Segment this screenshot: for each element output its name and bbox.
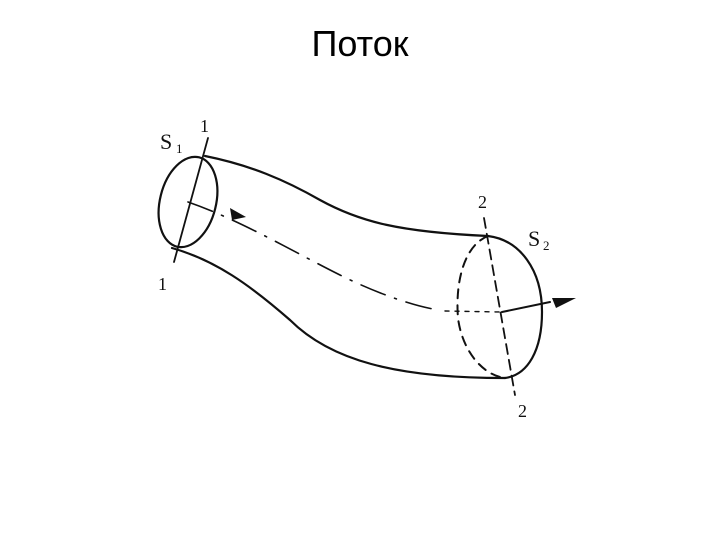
flow-axis-inner: [444, 310, 501, 313]
slide-title: Поток: [311, 23, 409, 64]
label-s1: S: [160, 129, 172, 154]
cross-section-s2-back: [456, 235, 506, 379]
label-s1-subscript: 1: [176, 141, 183, 156]
label-s2: S: [528, 226, 540, 251]
label-section1-bottom: 1: [158, 274, 167, 294]
inflow-arrow-icon: [230, 208, 246, 220]
label-section2-top: 2: [478, 192, 487, 212]
section-1-line: [173, 137, 209, 263]
label-section2-bottom: 2: [518, 401, 527, 421]
flow-axis-line: [187, 201, 441, 311]
label-section1-top: 1: [200, 116, 209, 136]
tube-lower-outline: [170, 246, 507, 380]
cross-section-s1-ellipse: [157, 155, 219, 249]
cross-section-s2-front: [486, 234, 544, 380]
label-s2-subscript: 2: [543, 238, 550, 253]
section-2-line: [483, 217, 516, 396]
tube-upper-outline: [203, 154, 490, 238]
outflow-arrow-icon: [552, 298, 576, 308]
flow-axis-exit: [501, 301, 551, 313]
